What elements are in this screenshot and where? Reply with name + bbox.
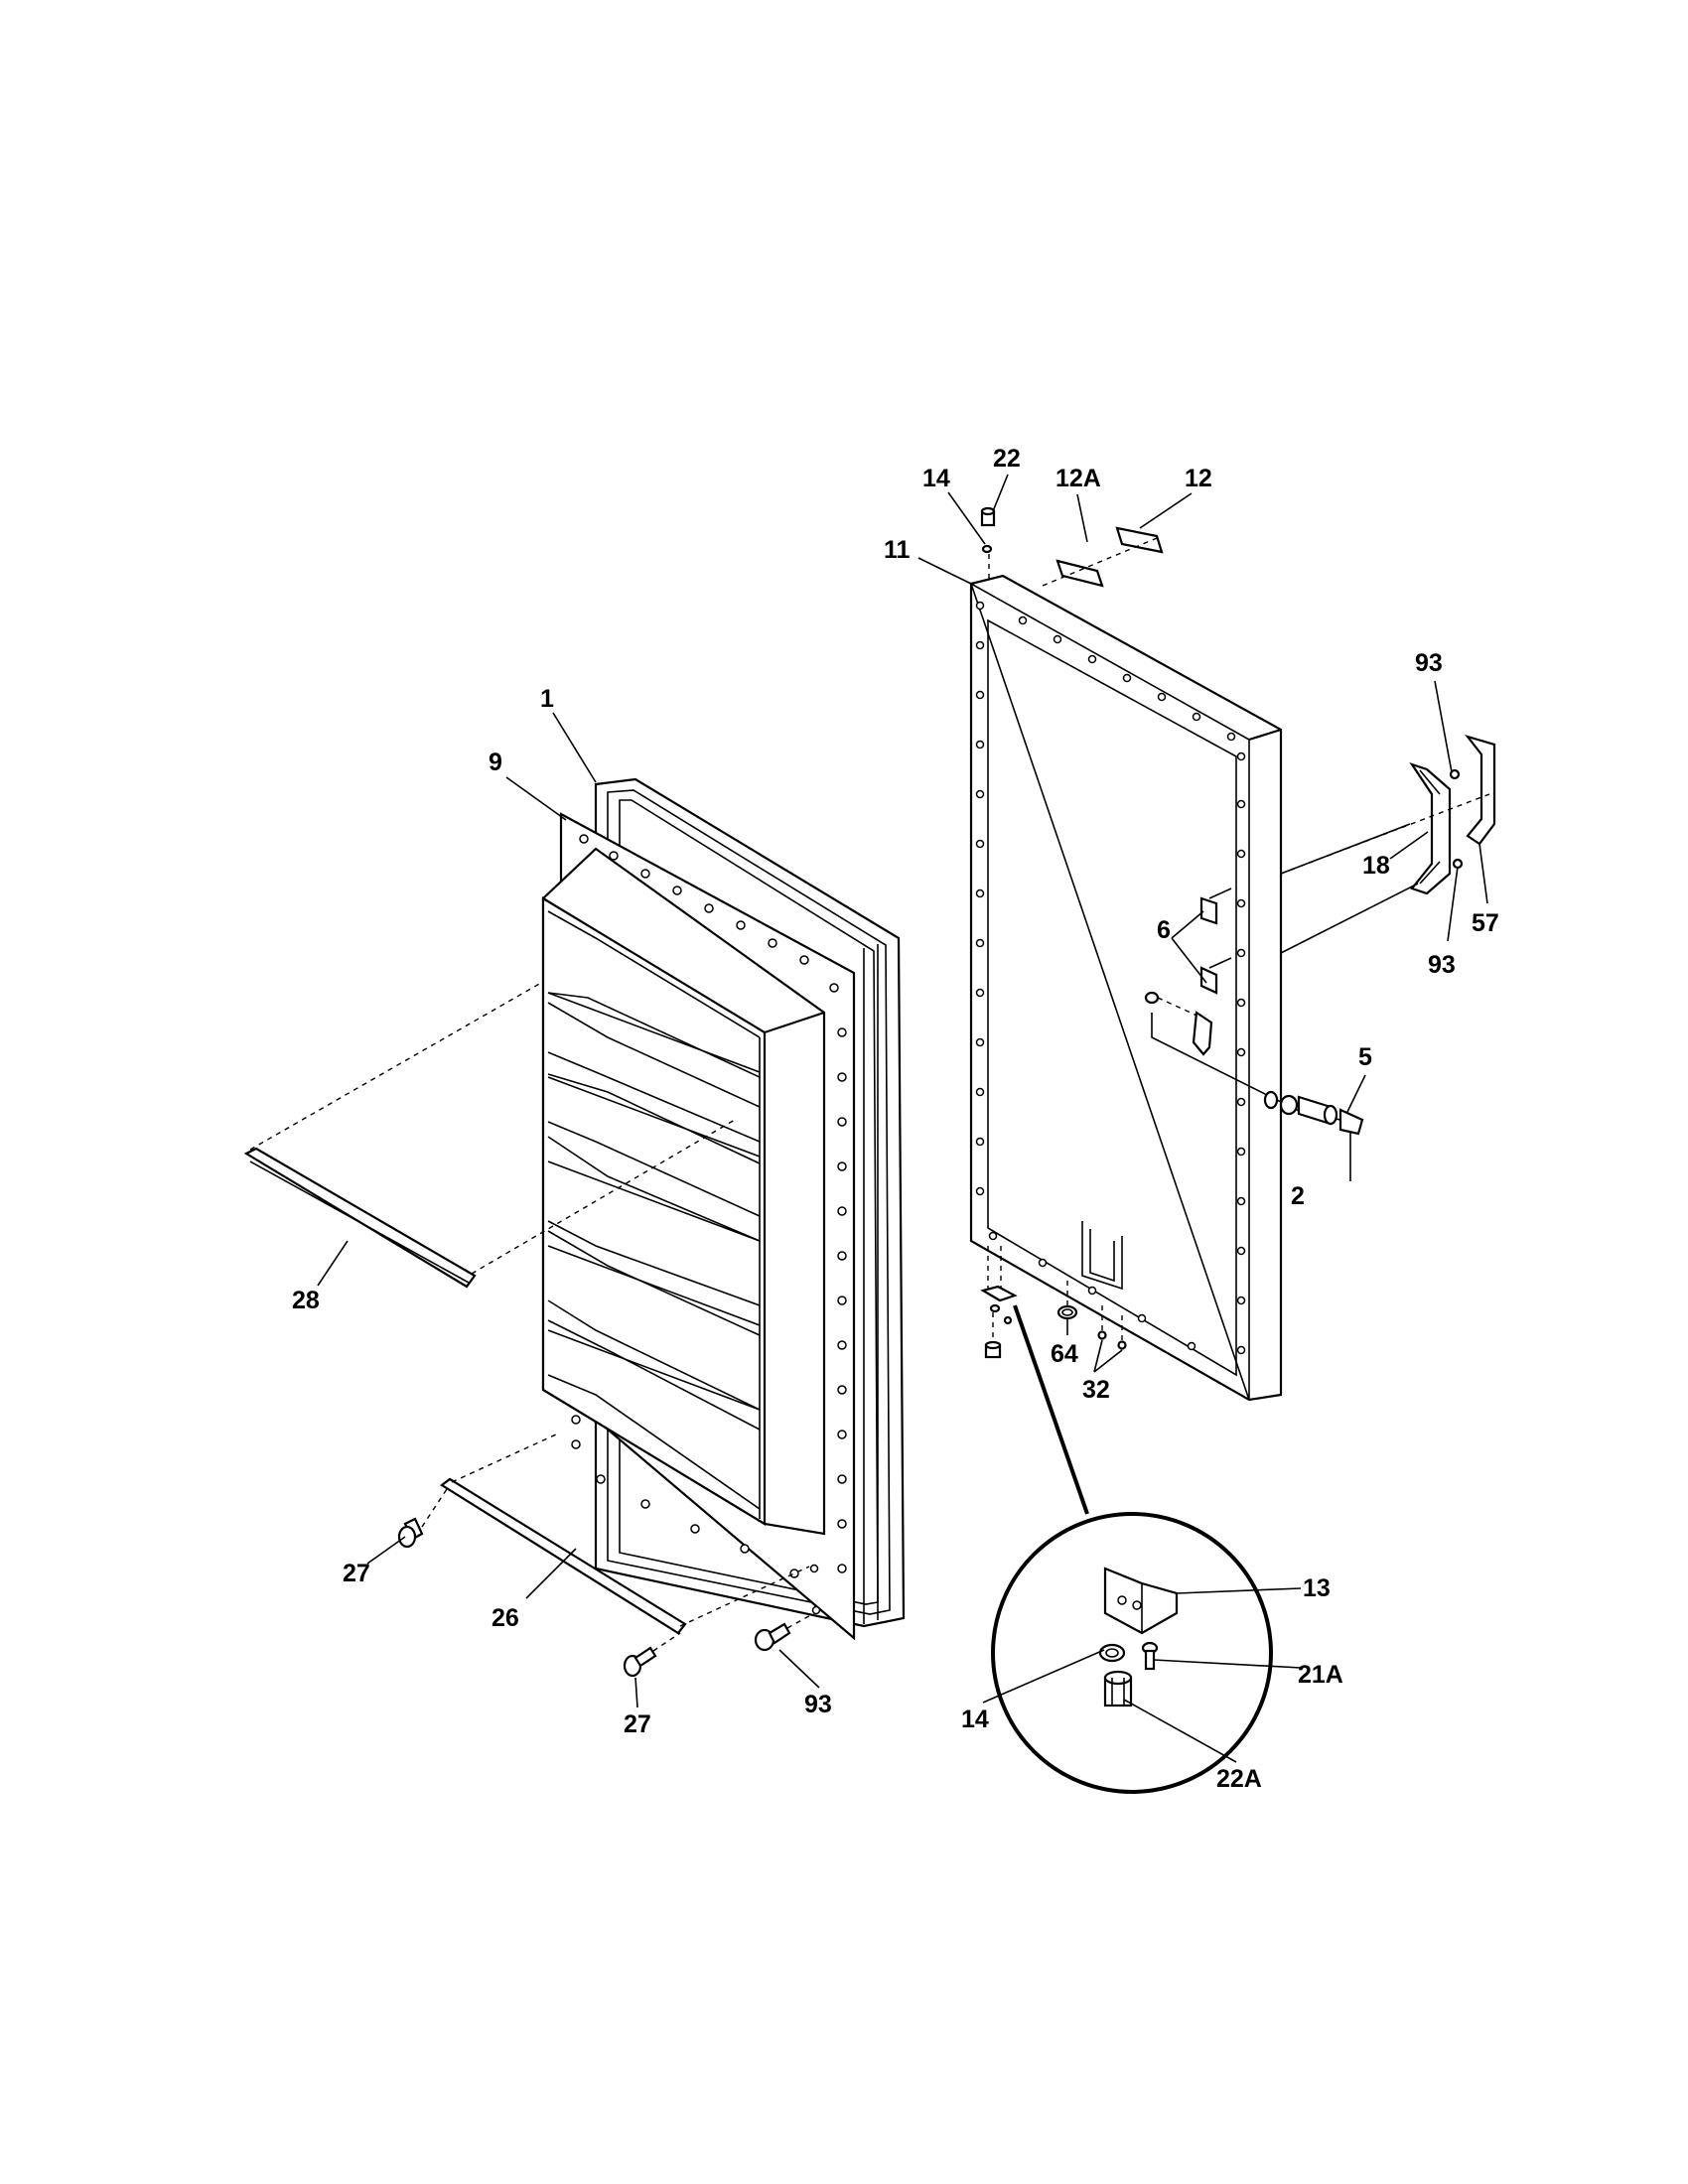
label-12A <box>1055 559 1104 588</box>
screw-27-upper <box>397 1488 448 1549</box>
bracket-6-upper <box>1199 887 1232 925</box>
callout-6: 6 <box>1157 916 1171 944</box>
lock-cylinder-5 <box>1263 1090 1364 1136</box>
screws-32 <box>1097 1305 1127 1350</box>
screw-27-lower <box>623 1632 681 1678</box>
callout-26: 26 <box>492 1604 519 1632</box>
callout-13: 13 <box>1303 1574 1331 1602</box>
callout-14-top: 14 <box>922 465 950 492</box>
callout-28: 28 <box>292 1287 320 1314</box>
hinge-bushing-22 <box>980 506 996 527</box>
callout-93-lower: 93 <box>804 1691 832 1718</box>
leader-lines <box>317 474 1488 1763</box>
callout-9: 9 <box>489 749 502 776</box>
screw-93-lower <box>754 1564 821 1652</box>
callout-93-handle: 93 <box>1428 951 1456 979</box>
liner-holes <box>571 834 847 1578</box>
callout-5: 5 <box>1358 1043 1372 1071</box>
callout-22: 22 <box>993 445 1021 473</box>
callout-2: 2 <box>1291 1182 1305 1210</box>
callout-labels: 1 9 28 27 26 27 93 11 14 22 12A 12 93 18… <box>292 445 1499 1793</box>
callout-12A: 12A <box>1055 465 1101 492</box>
shelf-rail-26 <box>440 1433 810 1635</box>
shelf-rail-28 <box>243 982 736 1289</box>
panel-holes <box>975 601 1246 1355</box>
callout-14-detail: 14 <box>961 1706 989 1733</box>
door-shelves-body <box>541 847 826 1536</box>
callout-1: 1 <box>540 685 554 713</box>
detail-inset-circle <box>991 1512 1273 1794</box>
outer-door-panel <box>969 574 1283 1402</box>
callout-93-upper: 93 <box>1415 649 1443 677</box>
screw-93-lower-handle <box>1452 858 1464 870</box>
washer-14-top <box>981 544 993 554</box>
door-handle-18 <box>1409 761 1452 895</box>
callout-64: 64 <box>1051 1340 1078 1368</box>
bracket-6-lower <box>1199 957 1232 995</box>
callout-21A: 21A <box>1298 1661 1343 1689</box>
handle-trim-57 <box>1465 734 1496 846</box>
callout-22A: 22A <box>1216 1765 1262 1793</box>
washer-64 <box>1056 1281 1078 1320</box>
callout-32: 32 <box>1082 1376 1110 1404</box>
callout-11: 11 <box>884 536 911 564</box>
callout-27-lower: 27 <box>624 1710 651 1738</box>
callout-27-upper: 27 <box>343 1560 370 1587</box>
callout-18: 18 <box>1362 852 1390 880</box>
callout-12: 12 <box>1185 465 1212 492</box>
label-12 <box>1115 526 1164 554</box>
callout-57: 57 <box>1472 909 1499 937</box>
hinge-bottom-parts <box>980 1246 1018 1359</box>
screw-93-upper <box>1449 768 1461 780</box>
